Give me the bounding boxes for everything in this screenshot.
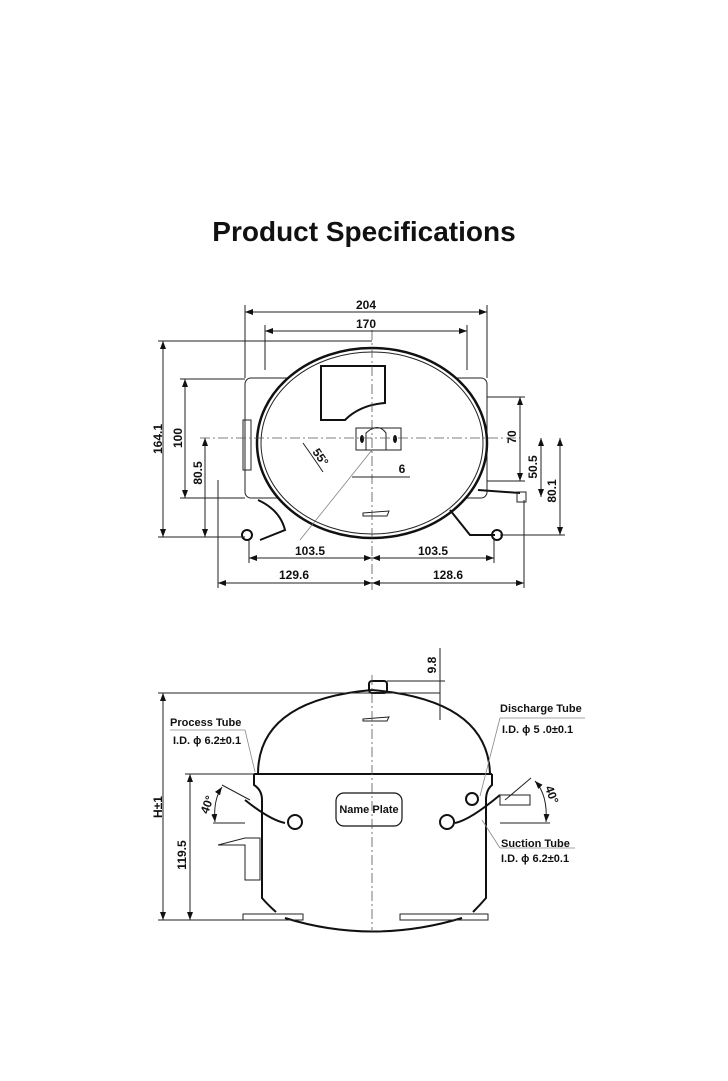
name-plate-label: Name Plate <box>339 804 398 816</box>
left-angle-40: 40° <box>198 794 217 816</box>
shell-dome <box>257 688 491 775</box>
dim-103-5-right: 103.5 <box>418 544 448 558</box>
name-plate <box>335 792 403 827</box>
suction-tube-label: Suction Tube <box>501 838 570 850</box>
suction-tube-id: I.D. ϕ 6.2±0.1 <box>501 853 569 865</box>
dim-128-6: 128.6 <box>433 568 463 582</box>
dim-119-5: 119.5 <box>175 840 189 870</box>
discharge-tube-label: Discharge Tube <box>500 703 582 715</box>
dim-80-5: 80.5 <box>191 461 205 485</box>
dim-70: 70 <box>505 430 519 444</box>
process-tube-label: Process Tube <box>170 717 241 729</box>
side-view: Name Plate H±1 119.5 9.8 40° 40° Process… <box>151 648 585 933</box>
dim-164-1: 164.1 <box>151 424 165 454</box>
dim-100: 100 <box>171 428 185 448</box>
dim-204: 204 <box>356 298 376 312</box>
top-view: 204 170 164.1 100 80.5 70 50.5 80.1 103.… <box>151 298 565 590</box>
left-foot <box>242 913 304 921</box>
dim-9-8: 9.8 <box>425 656 439 673</box>
right-foot <box>399 913 489 921</box>
process-tube-id: I.D. ϕ 6.2±0.1 <box>173 735 241 747</box>
dim-80-1: 80.1 <box>545 479 559 503</box>
dim-103-5-left: 103.5 <box>295 544 325 558</box>
dim-129-6: 129.6 <box>279 568 309 582</box>
terminal-cover <box>320 365 386 421</box>
page-title: Product Specifications <box>212 216 516 247</box>
terminal-bracket <box>217 837 261 881</box>
discharge-tube-id: I.D. ϕ 5 .0±0.1 <box>502 724 573 736</box>
dim-6: 6 <box>399 462 406 476</box>
right-angle-40: 40° <box>542 784 561 806</box>
dim-height: H±1 <box>151 796 165 818</box>
dim-170: 170 <box>356 317 376 331</box>
dim-50-5: 50.5 <box>526 455 540 479</box>
